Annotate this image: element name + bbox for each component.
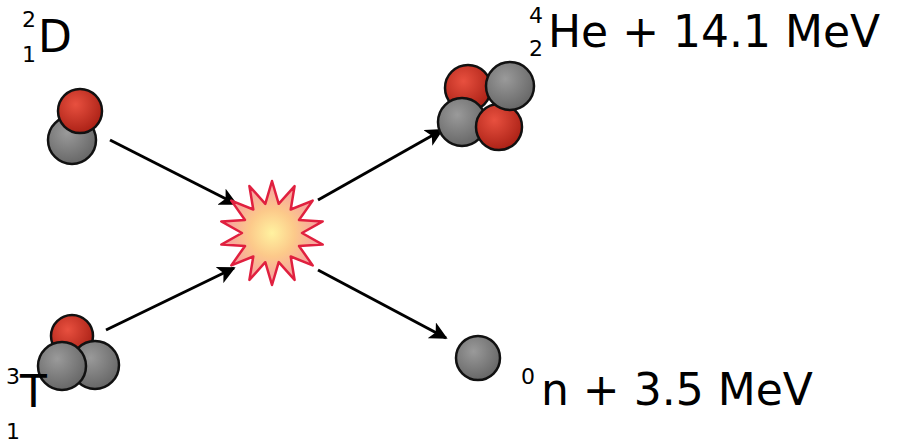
arrow (318, 270, 446, 338)
arrow (110, 140, 236, 204)
fusion-flash (221, 181, 322, 285)
mass-number: 3 (6, 366, 20, 388)
arrows (106, 130, 446, 338)
product-energy: n + 3.5 MeV (541, 368, 813, 412)
arrow (318, 130, 442, 200)
flash-star (221, 181, 322, 285)
mass-number: 4 (529, 5, 543, 27)
element-symbol: T (20, 370, 47, 414)
mass-number: 0 (521, 366, 535, 388)
deuterium (48, 89, 102, 164)
tritium (38, 315, 119, 390)
arrow (106, 268, 234, 330)
element-symbol: D (38, 15, 72, 59)
atomic-number: 1 (22, 44, 36, 66)
mass-number: 2 (22, 9, 36, 31)
atomic-number: 2 (529, 38, 543, 60)
atomic-number: 1 (6, 421, 20, 443)
neutron (456, 336, 500, 380)
product-energy: He + 14.1 MeV (548, 10, 880, 54)
helium (438, 62, 534, 150)
